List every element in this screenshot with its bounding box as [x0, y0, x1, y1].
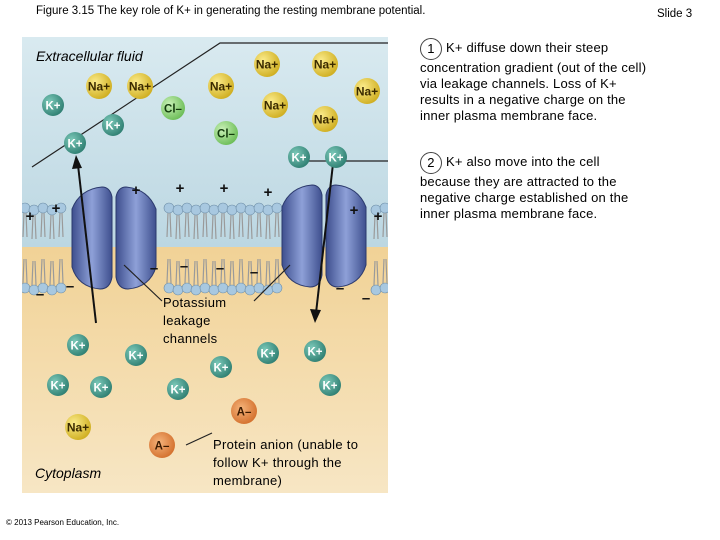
negative-charge: – — [66, 278, 74, 295]
positive-charge: + — [132, 182, 141, 199]
potassium-ion: K+ — [319, 374, 341, 396]
sodium-ion: Na+ — [354, 78, 380, 104]
positive-charge: + — [220, 180, 229, 197]
svg-text:K+: K+ — [67, 139, 82, 151]
step-2-line: because they are attracted to the — [420, 174, 710, 190]
step-1-line: via leakage channels. Loss of K+ — [420, 76, 710, 92]
potassium-ion: K+ — [102, 114, 124, 136]
svg-text:K+: K+ — [260, 349, 275, 361]
step-2: 2 K+ also move into the cell because they… — [420, 152, 710, 222]
svg-text:Na+: Na+ — [314, 113, 336, 127]
svg-text:K+: K+ — [322, 381, 337, 393]
negative-charge: – — [250, 264, 258, 281]
svg-text:K+: K+ — [170, 385, 185, 397]
step-1-line: results in a negative charge on the — [420, 92, 710, 108]
sodium-ion: Na+ — [65, 414, 91, 440]
svg-text:K+: K+ — [291, 153, 306, 165]
step-2-number: 2 — [420, 152, 442, 174]
potassium-ion: K+ — [257, 342, 279, 364]
positive-charge: + — [264, 184, 273, 201]
potassium-ion: K+ — [325, 146, 347, 168]
positive-charge: + — [26, 208, 35, 225]
negative-charge: – — [36, 286, 44, 303]
svg-text:Na+: Na+ — [210, 80, 232, 94]
svg-text:Na+: Na+ — [88, 80, 110, 94]
svg-text:K+: K+ — [45, 101, 60, 113]
sodium-ion: Na+ — [86, 73, 112, 99]
step-2-line: K+ also move into the cell — [446, 154, 600, 169]
potassium-ion: K+ — [125, 344, 147, 366]
step-2-line: inner plasma membrane face. — [420, 206, 710, 222]
potassium-ion: K+ — [90, 376, 112, 398]
negative-charge: – — [216, 260, 224, 277]
negative-charge: – — [150, 260, 158, 277]
cytoplasm-label: Cytoplasm — [35, 465, 101, 481]
svg-text:K+: K+ — [105, 121, 120, 133]
step-1-line: K+ diffuse down their steep — [446, 40, 608, 55]
slide-label: Slide 3 — [657, 8, 692, 20]
sodium-ion: Na+ — [262, 92, 288, 118]
sodium-ion: Na+ — [127, 73, 153, 99]
svg-text:K+: K+ — [128, 351, 143, 363]
potassium-ion: K+ — [64, 132, 86, 154]
figure-title: Figure 3.15 The key role of K+ in genera… — [36, 5, 425, 17]
step-1-line: inner plasma membrane face. — [420, 108, 710, 124]
svg-text:Cl–: Cl– — [217, 129, 236, 141]
potassium-ion: K+ — [304, 340, 326, 362]
svg-text:Na+: Na+ — [264, 99, 286, 113]
sodium-ion: Na+ — [254, 51, 280, 77]
potassium-ion: K+ — [67, 334, 89, 356]
callout-line: membrane) — [213, 472, 358, 490]
positive-charge: + — [374, 208, 383, 225]
protein-anion: A– — [231, 398, 257, 424]
callout-line: Potassium — [163, 294, 226, 312]
negative-charge: – — [180, 258, 188, 275]
svg-text:K+: K+ — [307, 347, 322, 359]
svg-text:K+: K+ — [213, 363, 228, 375]
protein-anion-callout: Protein anion (unable to follow K+ throu… — [213, 436, 358, 490]
svg-text:Na+: Na+ — [129, 80, 151, 94]
sodium-ion: Na+ — [312, 51, 338, 77]
svg-text:K+: K+ — [93, 383, 108, 395]
svg-text:A–: A– — [237, 407, 252, 419]
potassium-ion: K+ — [47, 374, 69, 396]
callout-line: Protein anion (unable to — [213, 436, 358, 454]
chloride-ion: Cl– — [214, 121, 238, 145]
potassium-ion: K+ — [167, 378, 189, 400]
positive-charge: + — [350, 202, 359, 219]
positive-charge: + — [176, 180, 185, 197]
potassium-channels-callout: Potassium leakage channels — [163, 294, 226, 348]
potassium-ion: K+ — [288, 146, 310, 168]
chloride-ion: Cl– — [161, 96, 185, 120]
protein-anion: A– — [149, 432, 175, 458]
svg-text:A–: A– — [155, 441, 170, 453]
svg-text:K+: K+ — [328, 153, 343, 165]
svg-text:K+: K+ — [70, 341, 85, 353]
step-1-number: 1 — [420, 38, 442, 60]
sodium-ion: Na+ — [312, 106, 338, 132]
negative-charge: – — [362, 290, 370, 307]
svg-text:K+: K+ — [50, 381, 65, 393]
sodium-ion: Na+ — [208, 73, 234, 99]
svg-text:Na+: Na+ — [256, 58, 278, 72]
membrane-diagram: Na+ Na+ Na+ Na+ Na+ Na+ Na+ Na+ K+ Cl– K+ Cl– K+ K+ K+… — [22, 37, 388, 493]
callout-line: leakage — [163, 312, 226, 330]
negative-charge: – — [336, 280, 344, 297]
callout-line: channels — [163, 330, 226, 348]
callout-line: follow K+ through the — [213, 454, 358, 472]
potassium-ion: K+ — [210, 356, 232, 378]
extracellular-fluid-label: Extracellular fluid — [36, 48, 143, 64]
svg-text:Na+: Na+ — [314, 58, 336, 72]
step-2-line: negative charge established on the — [420, 190, 710, 206]
copyright-notice: © 2013 Pearson Education, Inc. — [6, 518, 119, 527]
step-1-line: concentration gradient (out of the cell) — [420, 60, 710, 76]
svg-text:Na+: Na+ — [356, 85, 378, 99]
step-1: 1 K+ diffuse down their steep concentrati… — [420, 38, 710, 124]
svg-text:Na+: Na+ — [67, 421, 89, 435]
potassium-ion: K+ — [42, 94, 64, 116]
positive-charge: + — [52, 200, 61, 217]
svg-text:Cl–: Cl– — [164, 104, 183, 116]
